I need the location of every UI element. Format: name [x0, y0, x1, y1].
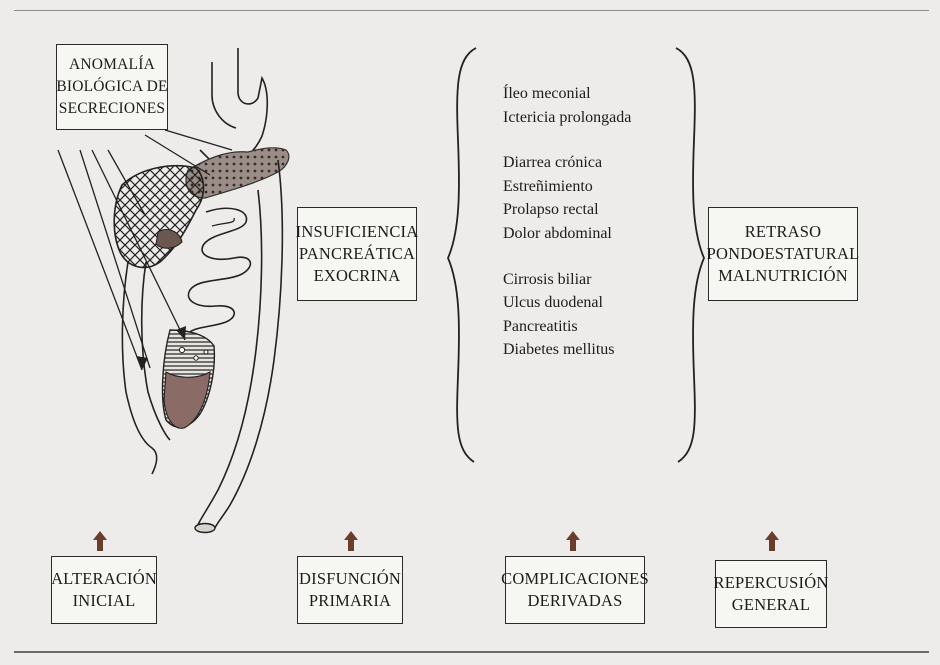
complication-item: Cirrosis biliar	[503, 268, 631, 292]
retraso-pondoestatural-box: RETRASO PONDOESTATURAL MALNUTRICIÓN	[708, 207, 858, 301]
ascending-colon	[122, 262, 156, 474]
liver	[114, 166, 203, 268]
small-intestine	[186, 208, 250, 336]
retraso-line-2: PONDOESTATURAL	[707, 243, 860, 265]
stomach-outline	[200, 48, 267, 164]
complication-item: Ictericia prolongada	[503, 106, 631, 130]
complication-item: Prolapso rectal	[503, 198, 631, 222]
stage-line-1: COMPLICACIONES	[501, 568, 649, 590]
complication-item: Diabetes mellitus	[503, 338, 631, 362]
retraso-line-1: RETRASO	[745, 221, 822, 243]
stage-line-1: ALTERACIÓN	[51, 568, 157, 590]
stage-line-2: INICIAL	[73, 590, 136, 612]
insuficiencia-line-2: PANCREÁTICA	[299, 243, 415, 265]
stage-line-1: DISFUNCIÓN	[299, 568, 401, 590]
stage-box-disfuncion-primaria: DISFUNCIÓN PRIMARIA	[297, 556, 403, 624]
insuficiencia-pancreatica-box: INSUFICIENCIA PANCREÁTICA EXOCRINA	[297, 207, 417, 301]
retraso-line-3: MALNUTRICIÓN	[718, 265, 848, 287]
stage-box-repercusion-general: REPERCUSIÓN GENERAL	[715, 560, 827, 628]
complication-item: Pancreatitis	[503, 315, 631, 339]
anomalia-biologica-box: ANOMALÍA BIOLÓGICA DE SECRECIONES	[56, 44, 168, 130]
anomalia-line-2: BIOLÓGICA DE	[56, 76, 167, 98]
up-arrow-icon	[765, 531, 779, 551]
stage-line-2: GENERAL	[732, 594, 810, 616]
anomalia-line-1: ANOMALÍA	[69, 54, 155, 76]
insuficiencia-line-3: EXOCRINA	[314, 265, 401, 287]
stage-box-alteracion-inicial: ALTERACIÓN INICIAL	[51, 556, 157, 624]
left-brace	[448, 48, 476, 462]
complication-item: Ulcus duodenal	[503, 291, 631, 315]
complication-item: Estreñimiento	[503, 175, 631, 199]
up-arrow-icon	[344, 531, 358, 551]
stage-line-1: REPERCUSIÓN	[714, 572, 829, 594]
complication-item: Íleo meconial	[503, 82, 631, 106]
complication-item: Diarrea crónica	[503, 151, 631, 175]
stage-box-complicaciones-derivadas: COMPLICACIONES DERIVADAS	[505, 556, 645, 624]
right-brace	[676, 48, 704, 462]
complication-item: Dolor abdominal	[503, 222, 631, 246]
stage-line-2: PRIMARIA	[309, 590, 391, 612]
insuficiencia-line-1: INSUFICIENCIA	[296, 221, 419, 243]
up-arrow-icon	[566, 531, 580, 551]
complications-list: Íleo meconial Ictericia prolongada Diarr…	[503, 82, 631, 362]
up-arrow-icon	[93, 531, 107, 551]
stage-line-2: DERIVADAS	[527, 590, 622, 612]
anomalia-line-3: SECRECIONES	[59, 98, 165, 120]
